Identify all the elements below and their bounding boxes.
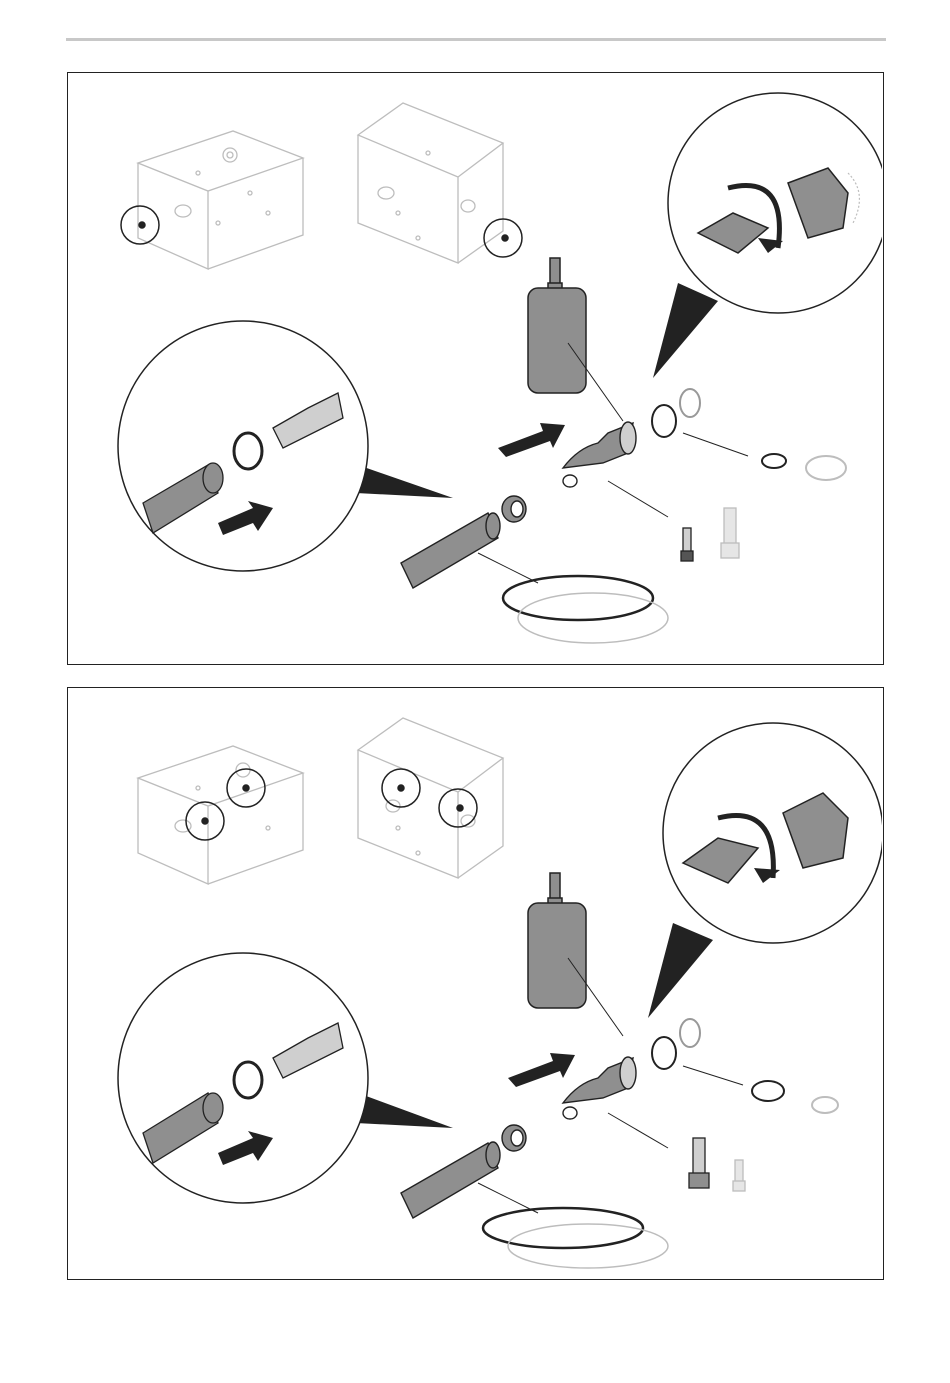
pump-block-right [358, 103, 503, 263]
pump-block-right [358, 718, 503, 878]
o-rings [652, 389, 846, 480]
coiled-tube [483, 1208, 668, 1268]
zoom-detail-insert [118, 953, 453, 1203]
pump-block-left [138, 131, 303, 269]
hose [401, 513, 500, 588]
pump-block-left [138, 746, 303, 884]
hose [401, 1142, 500, 1218]
hose-clamp [502, 496, 526, 522]
port-highlight [186, 769, 477, 840]
spare-barbs [681, 508, 739, 561]
port-highlight [121, 206, 522, 257]
sealant-tube [528, 258, 623, 421]
sealant-tube [528, 873, 623, 1036]
assembly-figure-2 [67, 687, 884, 1280]
hose-fitting [563, 422, 636, 487]
zoom-detail-insert [118, 321, 453, 571]
insert-arrow [508, 1053, 575, 1087]
assembly-figure-1 [67, 72, 884, 665]
header-rule [66, 38, 886, 41]
spare-barbs [689, 1138, 745, 1191]
zoom-detail-rotate [648, 723, 882, 1018]
insert-arrow [498, 423, 565, 457]
hose-fitting [563, 1057, 636, 1119]
o-rings [652, 1019, 838, 1113]
hose-clamp [502, 1125, 526, 1151]
coiled-tube [503, 576, 668, 643]
zoom-detail-rotate [653, 93, 882, 378]
